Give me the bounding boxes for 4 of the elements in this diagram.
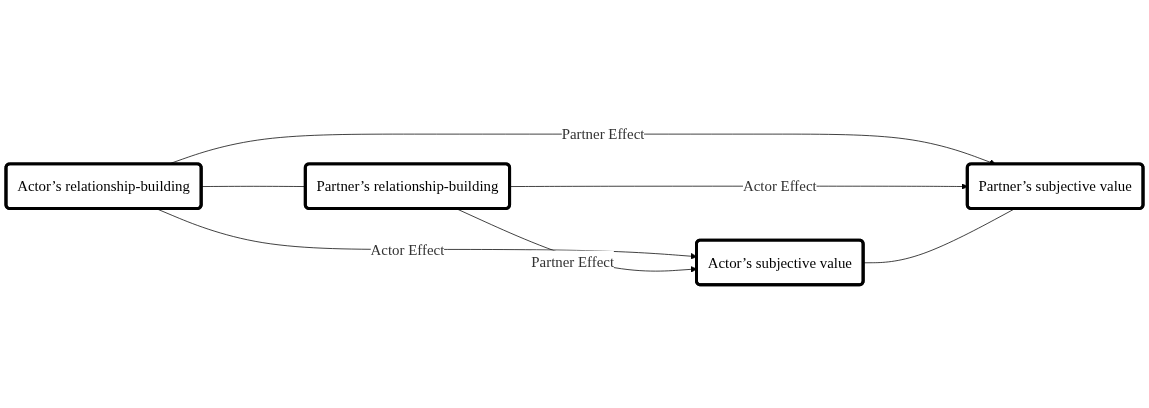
edge-label: Actor Effect: [742, 178, 817, 195]
edge-label: Partner Effect: [561, 126, 645, 143]
edge-label: Partner Effect: [531, 253, 615, 270]
edge-label: Actor Effect: [370, 241, 445, 258]
